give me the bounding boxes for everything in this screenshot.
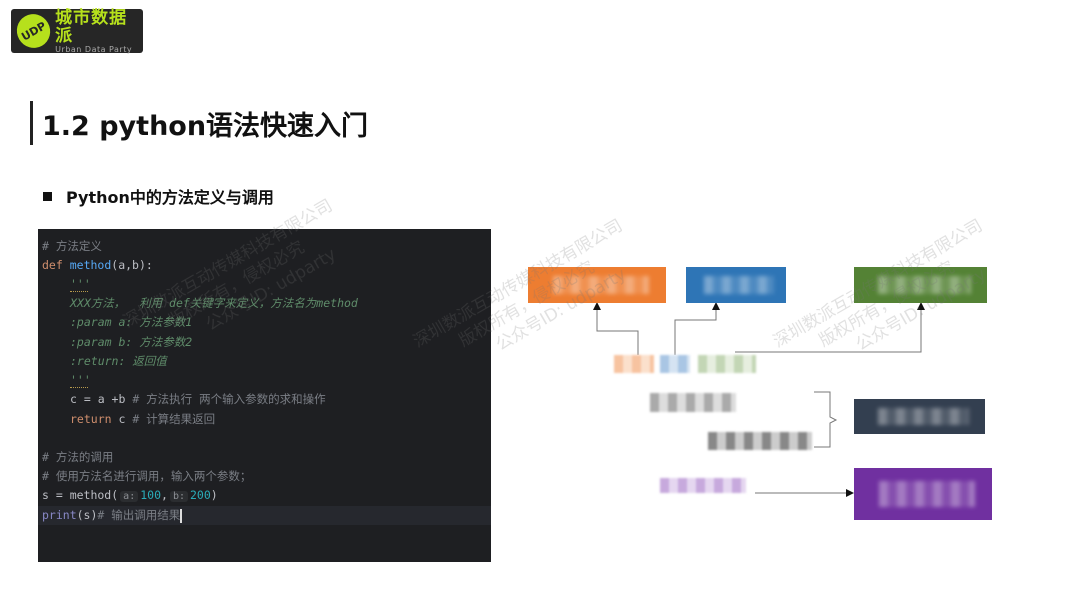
diagram-box-purple <box>854 468 992 520</box>
code-line: :param b: 方法参数2 <box>70 335 193 349</box>
blurred-text <box>698 355 756 373</box>
text-caret <box>180 508 183 523</box>
code-line: s = method(a:100,b:200) <box>42 486 218 505</box>
comment: # 计算结果返回 <box>132 412 216 426</box>
logo-name-cn: 城市数据派 <box>55 7 128 46</box>
brace <box>814 391 838 448</box>
code-screenshot: # 方法定义 def method(a,b): ''' XXX方法， 利用 de… <box>38 229 491 562</box>
code-text: , <box>161 488 168 502</box>
code-text: c <box>111 412 133 426</box>
squiggle-underline <box>70 290 88 292</box>
function-name: method <box>69 258 112 272</box>
code-line: def method(a,b): <box>42 256 153 275</box>
title-accent-bar <box>30 101 33 145</box>
keyword: return <box>70 412 112 426</box>
blurred-text <box>708 432 812 450</box>
param-hint: b: <box>169 491 188 502</box>
diagram-box-dark <box>854 399 985 434</box>
number: 100 <box>140 488 161 502</box>
param-hint: a: <box>120 491 139 502</box>
code-text: (a,b): <box>111 258 153 272</box>
diagram-box-orange <box>528 267 666 303</box>
code-line: :return: 返回值 <box>70 354 167 368</box>
comment: # 输出调用结果 <box>97 508 181 522</box>
code-line-current: print(s)# 输出调用结果 <box>38 506 491 525</box>
blurred-text <box>660 355 690 373</box>
subtitle-text: Python中的方法定义与调用 <box>66 188 274 207</box>
blurred-text <box>650 393 736 412</box>
code-line: ''' <box>70 373 91 387</box>
code-line: XXX方法， 利用 def关键字来定义，方法名为method <box>70 296 358 310</box>
code-text: ) <box>210 488 218 502</box>
bullet-square-icon <box>43 191 52 201</box>
blurred-text <box>614 355 654 373</box>
code-line: # 方法定义 <box>42 239 102 253</box>
code-line: return c # 计算结果返回 <box>70 410 215 429</box>
logo-name-en: Urban Data Party <box>55 44 133 54</box>
code-line: # 使用方法名进行调用，输入两个参数； <box>42 469 252 483</box>
code-line: c = a +b # 方法执行 两个输入参数的求和操作 <box>70 390 326 409</box>
page-title: 1.2 python语法快速入门 <box>42 111 369 142</box>
code-text: s = method( <box>42 488 119 502</box>
arrow <box>735 302 925 353</box>
logo: UDP 城市数据派 Urban Data Party <box>10 7 143 55</box>
arrow <box>593 302 639 355</box>
code-text: (s) <box>76 508 98 522</box>
code-line: # 方法的调用 <box>42 450 114 464</box>
keyword: def <box>42 258 63 272</box>
section-subtitle: Python中的方法定义与调用 <box>43 184 274 208</box>
code-line: ''' <box>70 277 91 291</box>
arrow <box>674 302 720 355</box>
diagram-box-green <box>854 267 987 303</box>
comment: # 方法执行 两个输入参数的求和操作 <box>132 392 326 406</box>
blurred-text <box>660 478 746 493</box>
code-line: :param a: 方法参数1 <box>70 315 193 329</box>
number: 200 <box>189 488 211 502</box>
squiggle-underline <box>70 386 88 388</box>
diagram-box-blue <box>686 267 786 303</box>
code-text: c = a +b <box>70 392 133 406</box>
builtin: print <box>42 508 77 522</box>
